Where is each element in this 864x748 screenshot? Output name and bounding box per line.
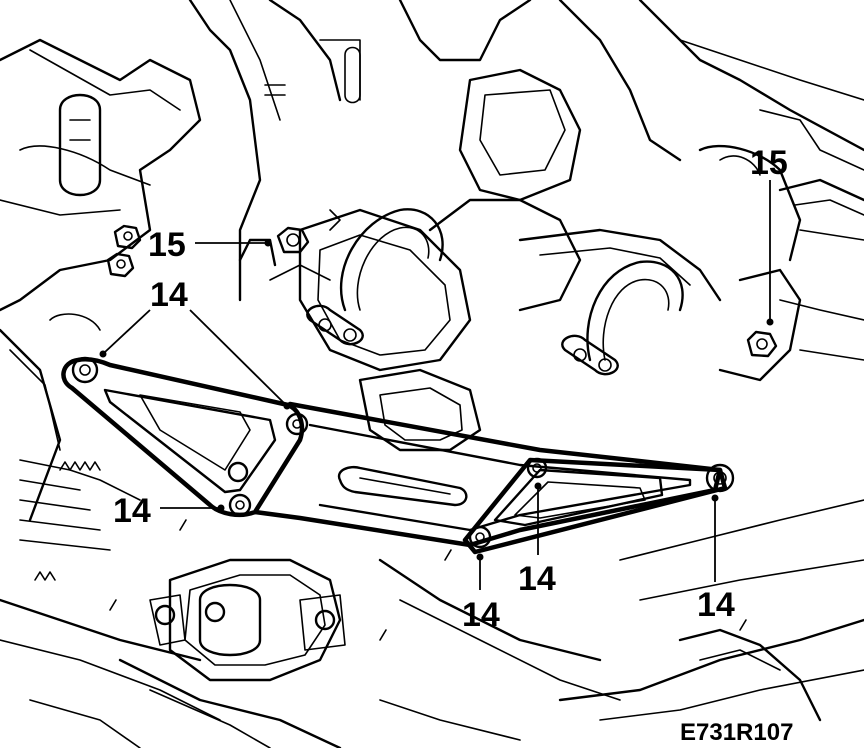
leader-14-top-left-a [104,309,151,353]
callout-14-bottom-center: 14 [462,596,500,634]
leader-14-top-left-b [189,309,286,405]
figure-id: E731R107 [680,719,793,746]
nut-15-left [276,226,310,254]
leader-lines [99,180,774,590]
bolt-14-lower-left [228,493,252,517]
bolt-14-right-inner [526,457,548,479]
bolt-14-upper-mid [285,412,309,436]
callout-14-bottom-right-b: 14 [697,586,735,624]
bolt-14-left [71,356,99,384]
callout-15-left: 15 [148,226,186,264]
callout-14-top-left: 14 [150,276,188,314]
subframe-crossmember [61,356,735,555]
callout-14-bottom-right-a: 14 [518,560,556,598]
bolt-14-right-outer [705,463,735,493]
callout-14-mid-left: 14 [113,492,151,530]
callout-labels: 15 15 14 14 14 14 14 [113,144,788,634]
callout-15-right: 15 [750,144,788,182]
loose-nuts [106,224,142,278]
nut-15-right [746,330,778,358]
bolt-14-center [468,525,492,549]
